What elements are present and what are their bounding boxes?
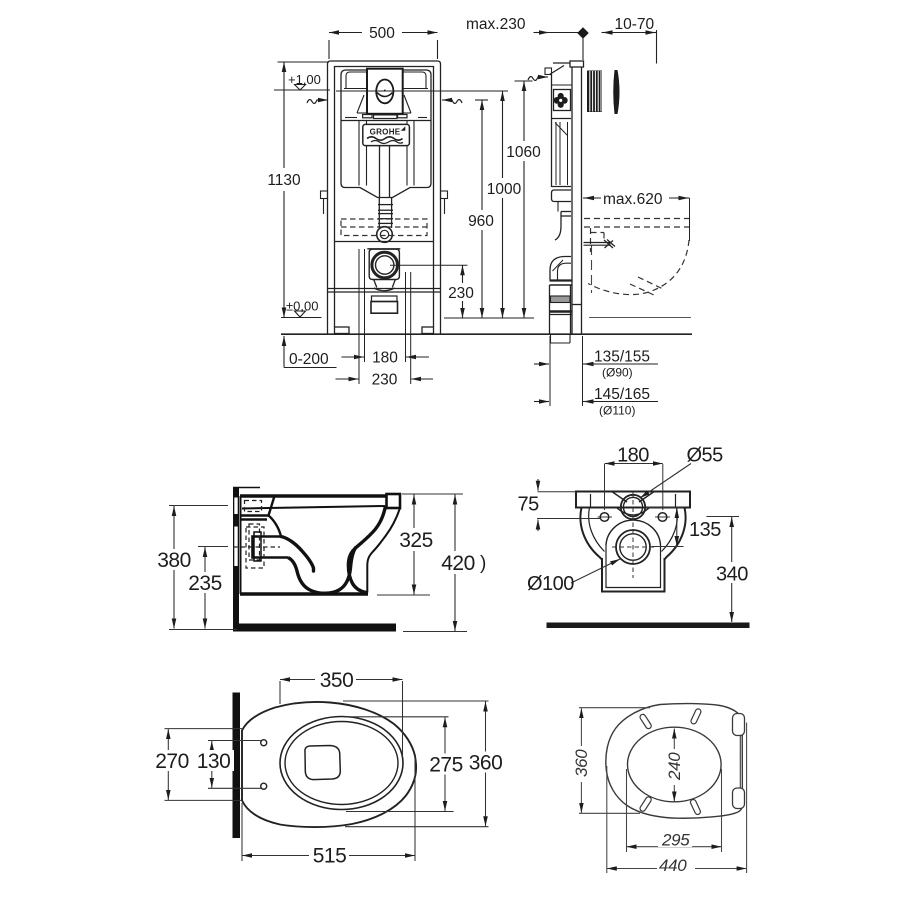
svg-text:295: 295	[661, 831, 690, 850]
svg-text:130: 130	[197, 750, 231, 773]
svg-text:): )	[480, 553, 486, 574]
svg-text:135/155: 135/155	[594, 349, 650, 366]
svg-text:515: 515	[313, 845, 347, 868]
svg-text:Ø100: Ø100	[527, 573, 574, 595]
svg-text:360: 360	[469, 752, 503, 775]
svg-text:230: 230	[372, 372, 398, 389]
svg-text:135: 135	[689, 519, 721, 541]
svg-text:10-70: 10-70	[615, 16, 655, 33]
svg-text:±0,00: ±0,00	[286, 299, 318, 314]
svg-text:380: 380	[157, 549, 191, 572]
svg-text:240: 240	[665, 752, 684, 781]
svg-text:360: 360	[572, 749, 591, 777]
svg-text:1130: 1130	[267, 172, 301, 189]
svg-text:180: 180	[372, 350, 398, 367]
svg-text:max.620: max.620	[603, 191, 663, 208]
svg-text:350: 350	[320, 669, 354, 692]
svg-text:275: 275	[429, 754, 463, 777]
svg-text:270: 270	[155, 750, 189, 773]
svg-text:325: 325	[399, 529, 433, 552]
svg-text:180: 180	[617, 445, 649, 467]
svg-text:+1,00: +1,00	[288, 72, 321, 87]
svg-text:Ø55: Ø55	[687, 445, 724, 467]
svg-text:145/165: 145/165	[594, 386, 650, 403]
svg-text:1060: 1060	[506, 144, 541, 161]
svg-text:235: 235	[188, 572, 222, 595]
svg-text:1000: 1000	[487, 181, 522, 198]
svg-text:max.230: max.230	[466, 16, 526, 33]
svg-text:230: 230	[448, 285, 474, 302]
svg-text:0-200: 0-200	[289, 351, 329, 368]
svg-text:(Ø110): (Ø110)	[599, 404, 635, 418]
svg-text:420: 420	[441, 552, 475, 575]
svg-text:GROHE: GROHE	[370, 128, 401, 137]
svg-text:500: 500	[369, 25, 395, 42]
svg-text:340: 340	[716, 564, 748, 586]
svg-text:75: 75	[518, 494, 540, 516]
svg-text:440: 440	[659, 856, 687, 875]
svg-text:960: 960	[468, 213, 494, 230]
svg-text:(Ø90): (Ø90)	[602, 366, 633, 380]
